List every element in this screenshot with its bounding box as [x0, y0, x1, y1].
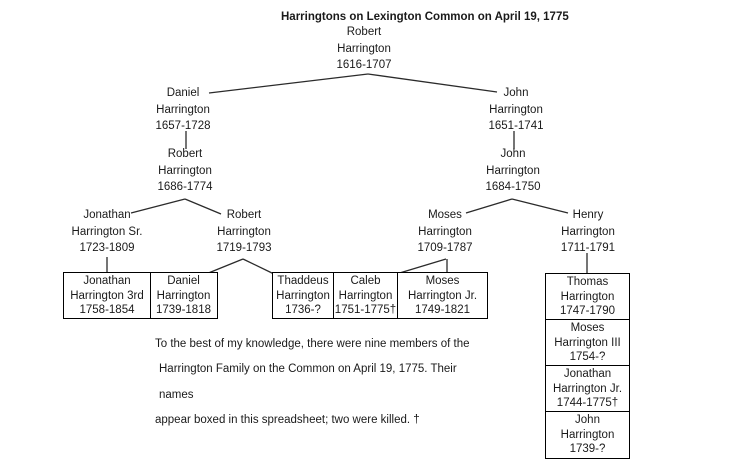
person-surname: Harrington [156, 103, 210, 116]
tree-node-daniel-harrington-1657: Daniel Harrington 1657-1728 [156, 85, 211, 135]
person-surname: Harrington Jr. [407, 289, 478, 302]
tree-node-moses-harrington-iii: Moses Harrington III 1754-? [545, 319, 630, 367]
tree-node-john-harrington-1684: John Harrington 1684-1750 [486, 146, 541, 196]
person-dates: 1758-1854 [79, 304, 135, 317]
person-given-name: Moses [428, 209, 462, 221]
person-surname: Harrington III [554, 336, 621, 349]
connector-line [367, 73, 498, 93]
person-given-name: John [500, 148, 526, 160]
person-given-name: Caleb [350, 275, 381, 287]
diagram-title: Harringtons on Lexington Common on April… [281, 11, 569, 23]
person-surname: Harrington [217, 225, 271, 238]
person-surname: Harrington [486, 164, 540, 177]
person-given-name: Daniel [167, 275, 200, 287]
tree-node-jonathan-harrington-3rd: Jonathan Harrington 3rd 1758-1854 [63, 272, 151, 319]
person-dates: 1736-? [285, 304, 321, 317]
tree-node-moses-harrington-1709: Moses Harrington 1709-1787 [418, 207, 473, 257]
person-given-name: Daniel [166, 87, 200, 99]
person-given-name: Robert [226, 209, 262, 221]
person-dates: 1739-? [569, 443, 606, 456]
boxed-group-right-column: Thomas Harrington 1747-1790 Moses Harrin… [545, 273, 630, 459]
person-dates: 1711-1791 [560, 242, 616, 254]
tree-node-jonathan-harrington-jr: Jonathan Harrington Jr. 1744-1775† [545, 365, 630, 413]
tree-node-thaddeus-harrington-1736: Thaddeus Harrington 1736-? [272, 272, 334, 319]
tree-node-caleb-harrington-1751: Caleb Harrington 1751-1775† [332, 272, 399, 319]
tree-node-robert-harrington-1616: Robert Harrington 1616-1707 [337, 24, 392, 74]
connector-line [208, 73, 369, 94]
tree-node-john-harrington-1739: John Harrington 1739-? [545, 411, 630, 459]
person-given-name: John [503, 87, 529, 99]
person-surname: Harrington [560, 428, 615, 441]
person-given-name: Moses [425, 275, 460, 287]
person-given-name: Henry [572, 209, 604, 221]
person-given-name: Thomas [566, 276, 609, 288]
footnote-line-2: Harrington Family on the Common on April… [159, 363, 457, 401]
connector-line [465, 198, 513, 214]
person-given-name: Jonathan [83, 209, 131, 221]
person-given-name: John [575, 414, 600, 426]
person-dates: 1709-1787 [417, 242, 473, 254]
person-surname: Harrington [561, 225, 615, 238]
person-dates: 1747-1790 [560, 305, 615, 318]
footnote-line-1: To the best of my knowledge, there were … [155, 338, 470, 350]
person-given-name: Robert [167, 148, 203, 160]
connector-line [242, 258, 275, 275]
person-dates: 1754-? [569, 351, 606, 364]
boxed-group-left: Jonathan Harrington 3rd 1758-1854 Daniel… [63, 272, 218, 319]
person-surname: Harrington [489, 103, 543, 116]
person-surname: Harrington [276, 289, 330, 302]
tree-node-robert-harrington-1686: Robert Harrington 1686-1774 [158, 146, 213, 196]
person-surname: Harrington [156, 289, 211, 302]
person-dates: 1657-1728 [155, 120, 211, 132]
footnote: To the best of my knowledge, there were … [155, 332, 485, 433]
person-dates: 1651-1741 [488, 120, 544, 132]
person-surname: Harrington Sr. [71, 225, 143, 238]
footnote-line-3: appear boxed in this spreadsheet; two we… [155, 413, 420, 426]
connector-line [511, 198, 569, 214]
tree-node-moses-harrington-jr: Moses Harrington Jr. 1749-1821 [397, 272, 488, 319]
person-given-name: Jonathan [563, 368, 612, 380]
person-given-name: Moses [570, 322, 605, 334]
person-dates: 1723-1809 [79, 242, 135, 254]
person-given-name: Jonathan [83, 275, 131, 287]
person-dates: 1686-1774 [157, 181, 213, 193]
person-dates: 1744-1775† [556, 397, 619, 410]
boxed-group-middle: Thaddeus Harrington 1736-? Caleb Harring… [272, 272, 488, 319]
person-dates: 1719-1793 [216, 242, 272, 254]
person-dates: 1749-1821 [415, 304, 470, 317]
tree-node-daniel-harrington-1739: Daniel Harrington 1739-1818 [149, 272, 218, 319]
person-given-name: Robert [346, 26, 382, 38]
person-surname: Harrington Jr. [552, 382, 623, 395]
person-surname: Harrington [158, 164, 212, 177]
person-given-name: Thaddeus [277, 275, 329, 287]
tree-node-robert-harrington-1719: Robert Harrington 1719-1793 [217, 207, 272, 257]
tree-node-henry-harrington-1711: Henry Harrington 1711-1791 [561, 207, 615, 257]
tree-node-jonathan-harrington-sr: Jonathan Harrington Sr. 1723-1809 [72, 207, 143, 257]
person-dates: 1739-1818 [156, 304, 211, 317]
tree-node-thomas-harrington-1747: Thomas Harrington 1747-1790 [545, 273, 630, 321]
person-surname: Harrington 3rd [70, 289, 144, 302]
person-surname: Harrington [418, 225, 472, 238]
person-dates: 1751-1775† [334, 304, 397, 317]
person-dates: 1684-1750 [485, 181, 541, 193]
person-surname: Harrington [337, 42, 391, 55]
person-surname: Harrington [338, 289, 393, 302]
person-dates: 1616-1707 [336, 59, 392, 71]
tree-node-john-harrington-1651: John Harrington 1651-1741 [489, 85, 544, 135]
person-surname: Harrington [560, 290, 615, 303]
